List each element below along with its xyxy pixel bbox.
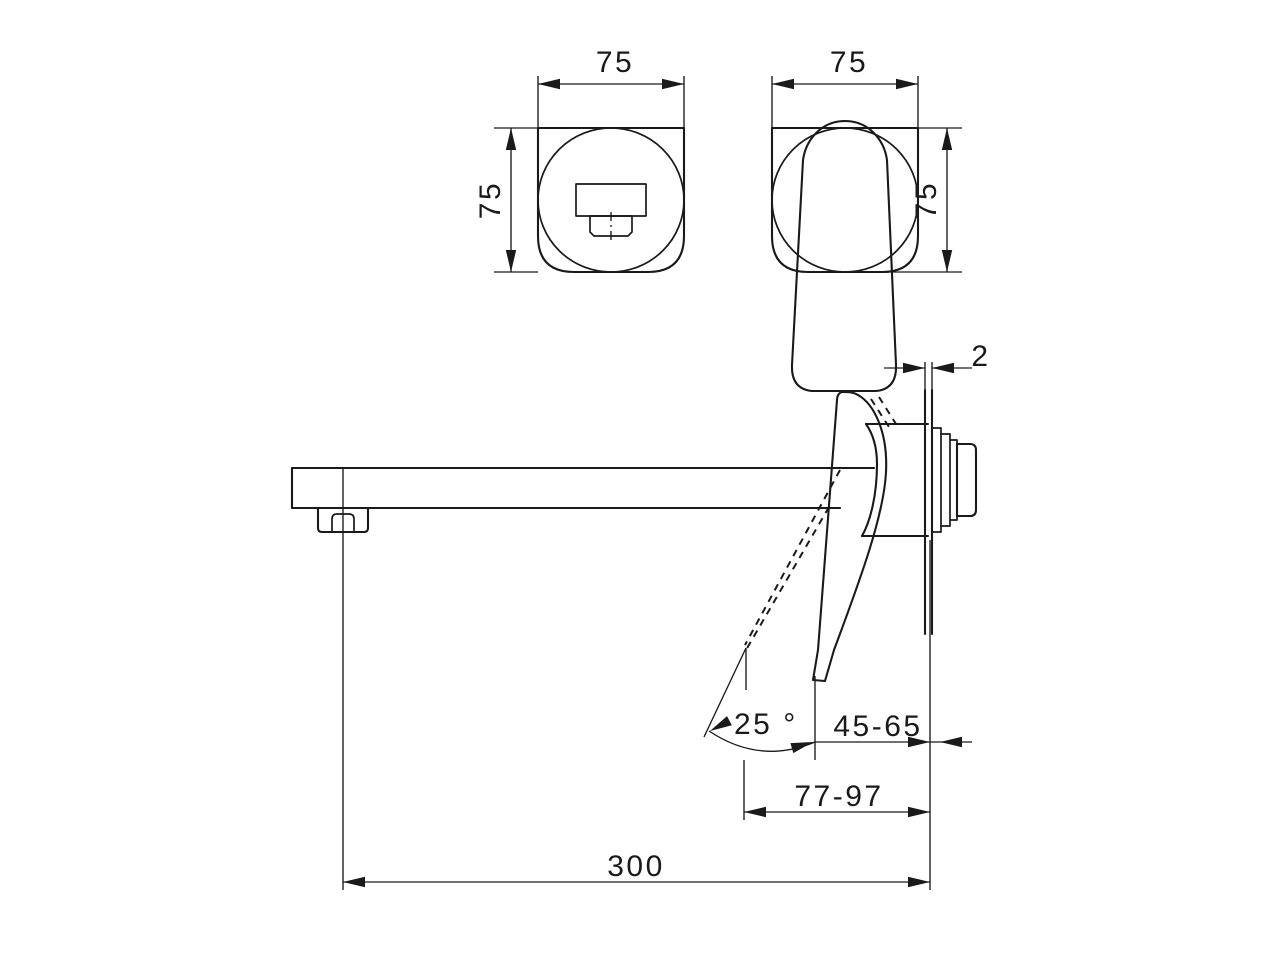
handle-alt-position-hidden-upper-2 [878,396,897,425]
dim-label-handle-clearance: 45-65 [833,710,922,743]
wall-plate-section [923,388,934,636]
handle-hub-body [860,422,879,538]
dim-handle-projection: 77-97 [743,760,930,820]
dim-spout-plate-width: 75 [537,46,685,128]
dim-spout-plate-height: 75 [474,127,538,273]
dim-label-handle-plate-height: 75 [910,181,943,219]
dim-label-handle-projection: 77-97 [794,780,883,813]
dim-handle-plate-width: 75 [771,46,919,128]
handle-lever-side [811,390,888,683]
dim-label-handle-plate-width: 75 [830,46,868,79]
handle-lever-body [790,119,898,393]
dim-spout-projection: 300 [343,540,931,890]
side-view-assembly: 2 25 ° 45-65 [290,340,990,890]
spout-aerator-trapezoid [589,215,633,237]
cartridge-flange-1 [931,427,942,533]
front-view-handle-plate: 75 75 [770,46,962,393]
dim-handle-clearance: 45-65 [814,676,972,760]
spout-plate-outline [536,126,686,274]
dim-plate-thickness: 2 [884,340,990,390]
spout-aerator-insert [331,513,355,533]
handle-plate-circle [771,127,919,273]
dim-handle-plate-height: 75 [862,127,962,273]
dim-handle-swing-angle: 25 ° [703,647,816,754]
handle-alt-position-hidden-upper [870,398,890,428]
dim-label-handle-swing-angle: 25 ° [734,708,798,741]
spout-outlet-rect [575,183,647,217]
dim-label-spout-plate-height: 75 [474,181,507,219]
front-view-spout-plate: 75 75 [474,46,686,274]
cartridge-flange-2 [940,433,951,527]
dim-label-spout-projection: 300 [607,850,665,883]
spout-bar [290,466,876,510]
spout-aerator-housing [316,506,370,534]
handle-alt-position-hidden-lower-2 [745,506,830,651]
cartridge-barrel [955,442,978,518]
spout-plate-circle [537,127,685,273]
dim-label-plate-thickness: 2 [971,340,990,373]
dim-label-spout-plate-width: 75 [596,46,634,79]
